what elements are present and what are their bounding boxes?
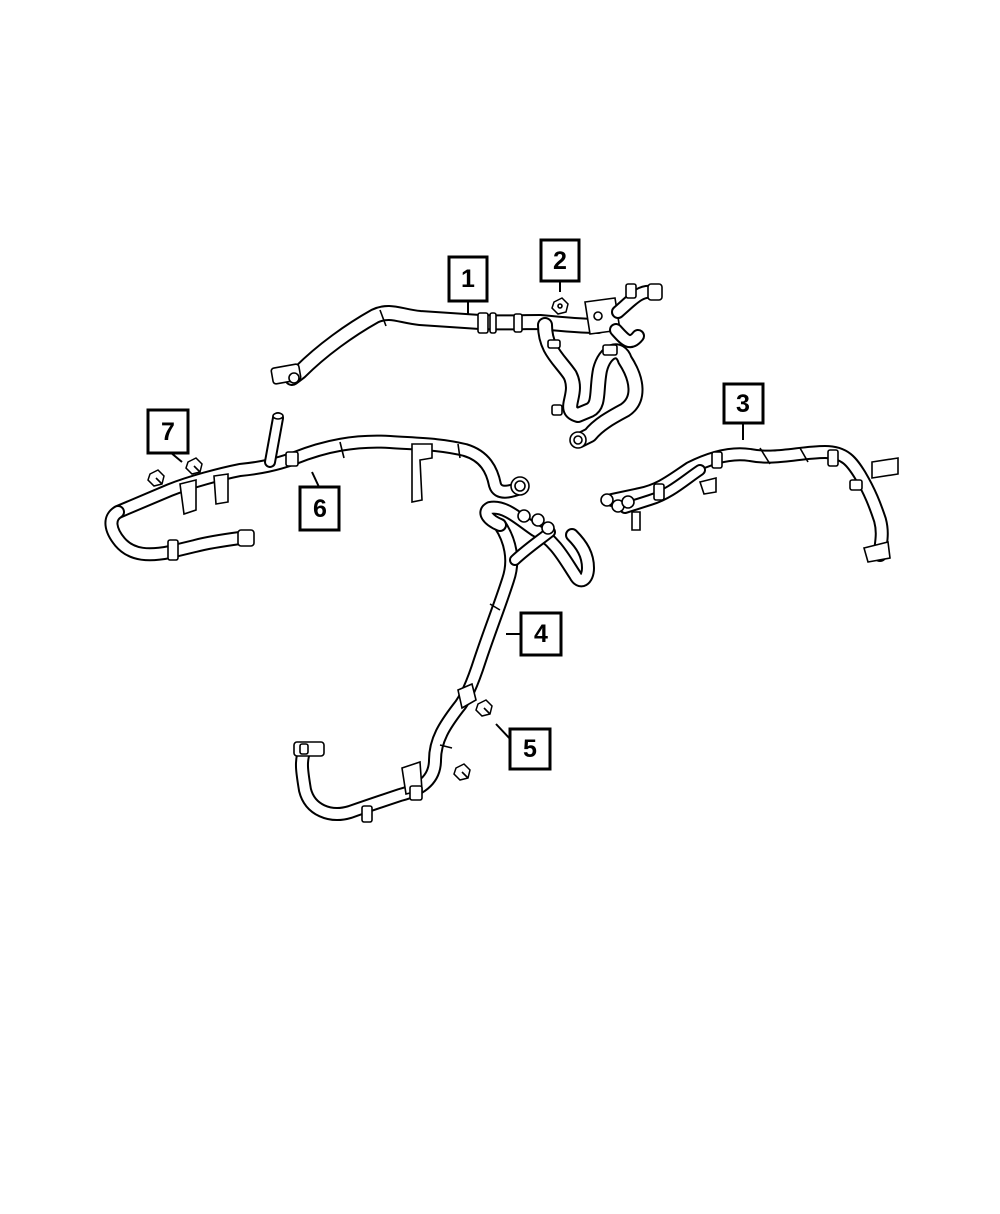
bolt-part-5a [475, 699, 493, 717]
callout-label-2: 2 [553, 247, 567, 275]
hose-part-3 [600, 445, 899, 563]
callout-label-1: 1 [461, 265, 475, 293]
bolt-part-7a [147, 469, 165, 487]
leader-lines [169, 281, 744, 742]
hose-part-4 [293, 500, 595, 823]
bolt-part-5b [453, 763, 471, 781]
callout-label-4: 4 [534, 620, 548, 648]
hose-part-1 [270, 283, 663, 449]
callout-1: 1 [447, 255, 489, 303]
callout-2: 2 [539, 238, 581, 283]
callout-3: 3 [722, 382, 765, 425]
callout-label-6: 6 [313, 495, 327, 523]
callout-4: 4 [519, 611, 563, 657]
callout-label-5: 5 [523, 735, 537, 763]
callout-6: 6 [298, 485, 341, 532]
callout-7: 7 [146, 408, 190, 455]
bolt-part-7b [185, 457, 203, 475]
callout-label-3: 3 [736, 390, 750, 418]
callout-5: 5 [508, 727, 552, 771]
hose-part-6 [104, 412, 530, 562]
callout-label-7: 7 [161, 418, 175, 446]
bolt-part-2 [551, 297, 569, 315]
